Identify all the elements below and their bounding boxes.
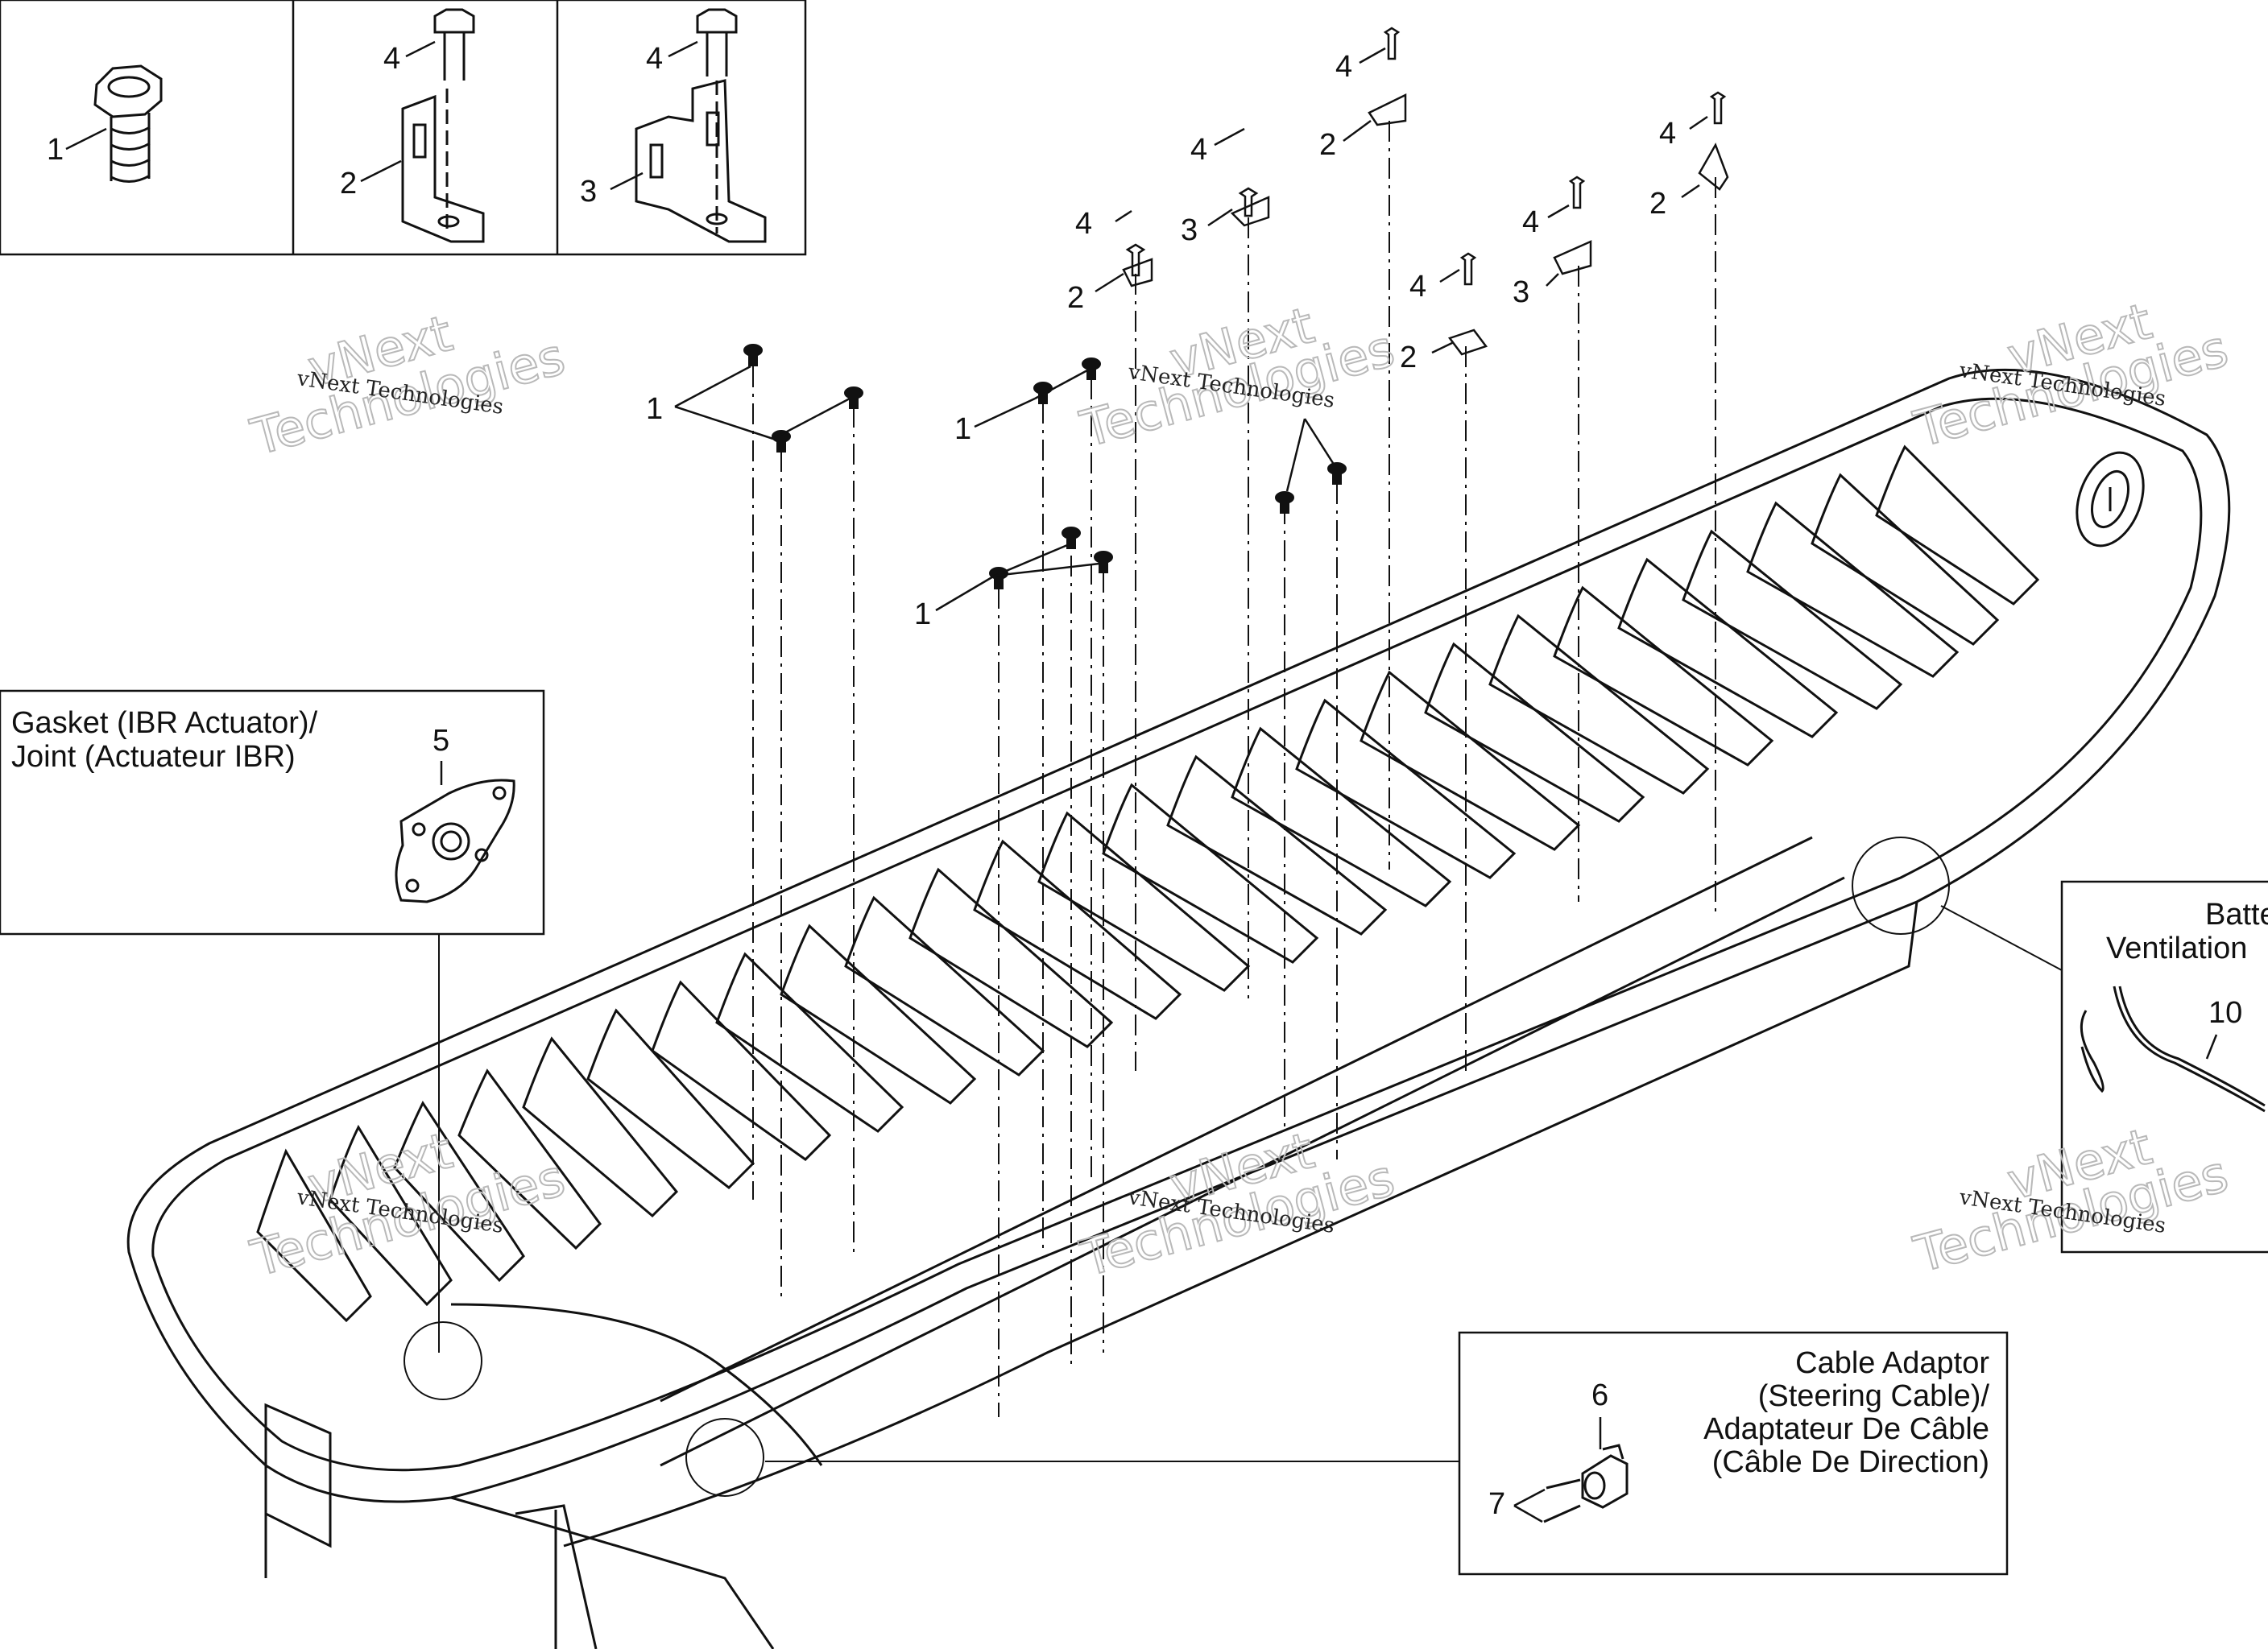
callout-5: 5: [432, 724, 449, 758]
bracket-part-icon: [401, 8, 485, 243]
double-bracket-part-icon: [635, 8, 767, 243]
callout-7: 7: [1488, 1487, 1505, 1521]
callout-4: 4: [1409, 270, 1426, 304]
callout-4: 4: [1659, 117, 1676, 151]
detail-circles: [404, 837, 1950, 1497]
floor-brackets: [1122, 27, 1729, 356]
callout-3: 3: [1181, 213, 1198, 247]
watermark-bottom-center: vNext Technologies vNext Technologies: [1074, 1120, 1401, 1289]
callout-1: 1: [914, 597, 931, 631]
battery-title-line1: Batte: [2205, 898, 2268, 932]
ventilation-tube-icon: [2080, 986, 2266, 1113]
watermark-top-left: vNext Technologies vNext Technologies: [244, 303, 572, 468]
hull-callout-leaders: [674, 47, 1708, 612]
fastener-leaders: [752, 121, 1716, 1417]
callout-1: 1: [954, 412, 971, 446]
cable-adaptor-title-line4: (Câble De Direction): [1712, 1445, 1989, 1479]
watermark-top-center: vNext Technologies vNext Technologies: [1074, 295, 1401, 460]
callout-2: 2: [340, 167, 357, 200]
callout-4: 4: [1335, 50, 1352, 84]
gasket-title-line2: Joint (Actuateur IBR): [11, 740, 296, 774]
inset-top-left: [0, 0, 807, 256]
callout-2: 2: [1319, 128, 1336, 162]
watermark-bottom-right: vNext Technologies vNext Technologies: [1907, 1116, 2235, 1285]
callout-3: 3: [1513, 275, 1529, 309]
gasket-part-icon: [395, 779, 515, 903]
gasket-inset-box: Gasket (IBR Actuator)/ Joint (Actuateur …: [0, 689, 545, 1353]
cable-adaptor-title-line1: Cable Adaptor: [1795, 1346, 1989, 1380]
hull-ribs: [256, 444, 2040, 1323]
watermark-bottom-left: vNext Technologies vNext Technologies: [244, 1120, 572, 1289]
callout-4: 4: [383, 42, 400, 76]
callout-6: 6: [1591, 1378, 1608, 1412]
battery-ventilation-inset-box: Batte Ventilation 10: [1940, 880, 2268, 1254]
plug-part-icon: [93, 64, 163, 183]
gasket-title-line1: Gasket (IBR Actuator)/: [11, 706, 318, 740]
callout-4: 4: [1522, 205, 1539, 239]
callout-3: 3: [580, 175, 597, 209]
callout-2: 2: [1067, 281, 1084, 315]
callout-4: 4: [646, 42, 663, 76]
cable-adaptor-title-line2: (Steering Cable)/: [1758, 1379, 1990, 1413]
callout-4: 4: [1190, 133, 1207, 167]
callout-2: 2: [1400, 341, 1417, 374]
callout-10: 10: [2208, 996, 2242, 1030]
cable-adaptor-title-line3: Adaptateur De Câble: [1703, 1412, 1989, 1446]
cable-adaptor-inset-box: Cable Adaptor (Steering Cable)/ Adaptate…: [765, 1331, 2009, 1576]
callout-1: 1: [646, 392, 663, 426]
callout-4: 4: [1075, 207, 1092, 241]
battery-title-line2: Ventilation: [2106, 932, 2247, 965]
hull-body: [126, 368, 2231, 1649]
cable-adaptor-part-icon: [1543, 1444, 1629, 1523]
callout-1: 1: [47, 133, 64, 167]
bow-hatch-icon: [2076, 451, 2145, 548]
callout-2: 2: [1649, 187, 1666, 221]
